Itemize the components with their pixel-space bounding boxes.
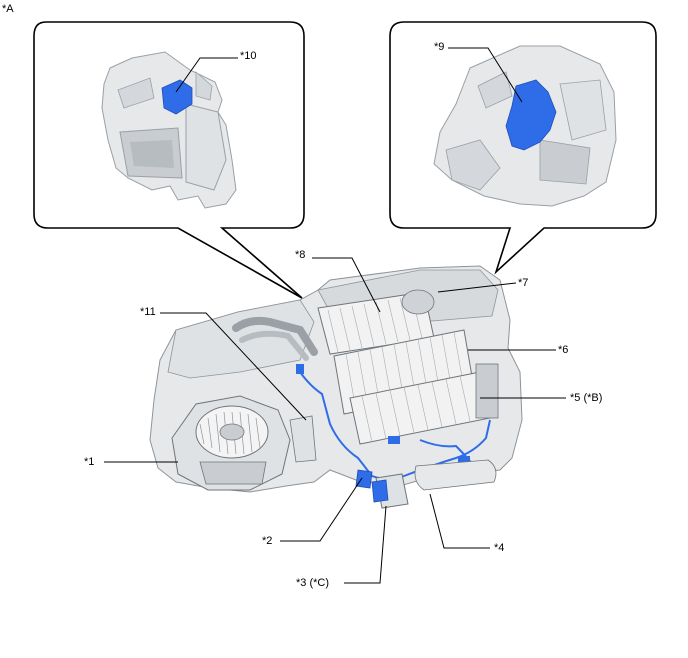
- left-detail-inset: [33, 21, 305, 299]
- figure-label: *A: [2, 3, 14, 15]
- right-inset-housing: [433, 45, 617, 207]
- callout-4: *4: [494, 542, 505, 554]
- main-hvac-assembly: [149, 265, 523, 509]
- callout-7: *7: [518, 277, 529, 289]
- callout-11: *11: [140, 306, 156, 318]
- motor-9-highlight: [505, 79, 557, 151]
- callout-5: *5 (*B): [570, 392, 603, 404]
- callout-3: *3 (*C): [296, 577, 330, 589]
- actuator-10-highlight: [161, 79, 193, 115]
- callout-1: *1: [84, 456, 95, 468]
- left-inset-housing: [101, 51, 237, 209]
- callout-9: *9: [434, 41, 445, 53]
- callout-2: *2: [262, 535, 273, 547]
- callout-6: *6: [558, 344, 569, 356]
- callout-8: *8: [295, 249, 306, 261]
- blower-assembly: [171, 395, 291, 491]
- right-detail-inset: [389, 21, 657, 275]
- callout-10: *10: [240, 50, 257, 62]
- leader-lines: [104, 257, 566, 584]
